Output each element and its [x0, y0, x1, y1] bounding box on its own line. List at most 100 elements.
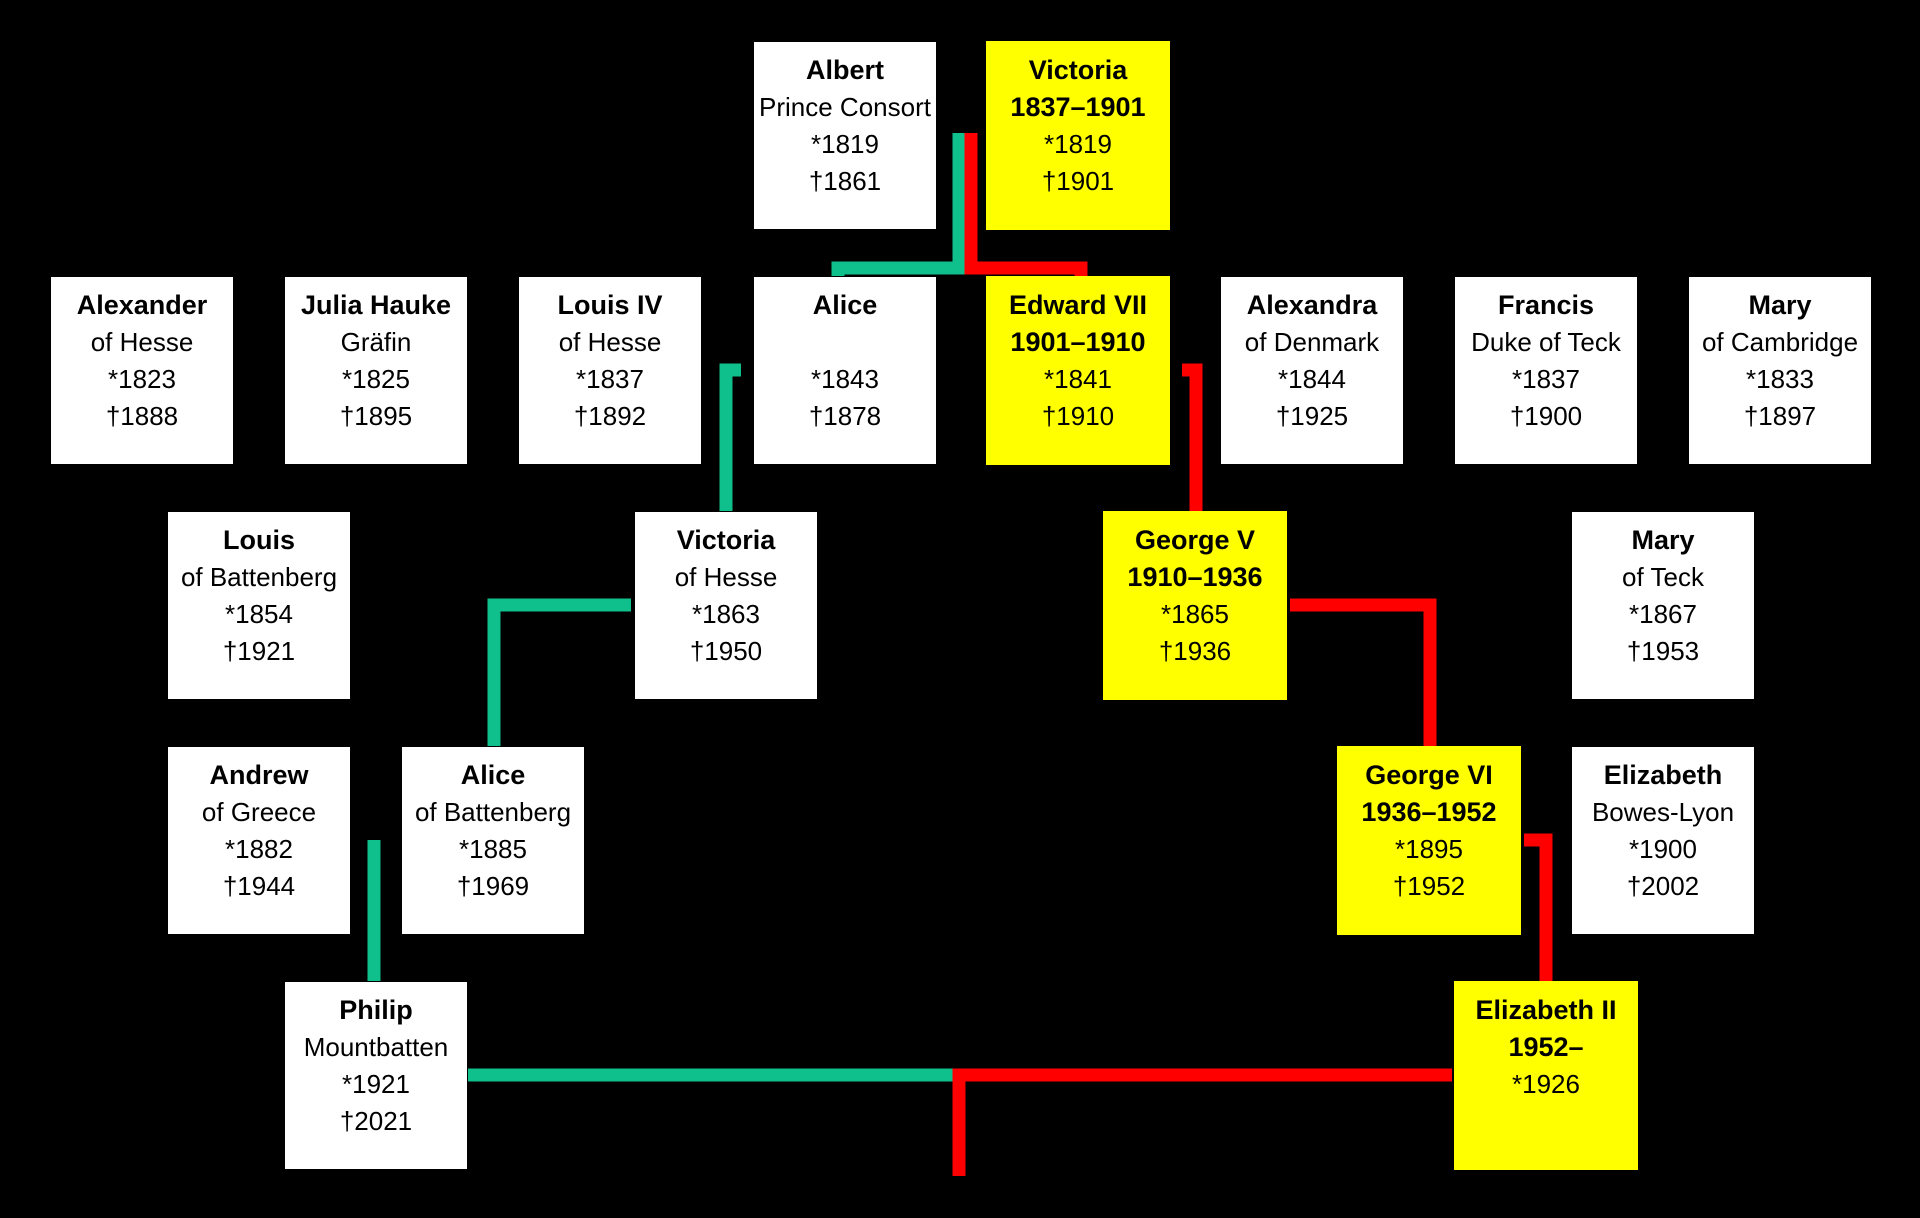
person-birth-year: *1921 — [342, 1069, 410, 1099]
person-name: Victoria — [1028, 55, 1128, 85]
person-death-year: †1897 — [1743, 401, 1817, 431]
person-name: George V — [1134, 525, 1256, 555]
person-name: Louis IV — [557, 290, 663, 320]
person-title: 1837–1901 — [1010, 92, 1146, 122]
person-name: Louis — [223, 525, 295, 555]
person-death-year: †1895 — [339, 401, 413, 431]
edge-alice-to-victoria-hesse — [719, 363, 741, 512]
person-birth-year: *1867 — [1629, 599, 1697, 629]
person-death-year: †1892 — [573, 401, 647, 431]
person-birth-year: *1895 — [1395, 834, 1463, 864]
person-birth-year: *1819 — [811, 129, 879, 159]
person-birth-year: *1837 — [576, 364, 644, 394]
person-birth-year: *1843 — [811, 364, 879, 394]
person-box-mary-cambridge[interactable]: Mary of Cambridge *1833 †1897 — [1688, 276, 1872, 465]
person-title: Gräfin — [340, 327, 412, 357]
person-name: Andrew — [209, 760, 309, 790]
person-title: Mountbatten — [303, 1032, 449, 1062]
person-box-alexandra-denmark[interactable]: Alexandra of Denmark *1844 †1925 — [1220, 276, 1404, 465]
person-death-year: †1936 — [1158, 636, 1232, 666]
person-title — [841, 324, 848, 361]
person-name: Mary — [1748, 290, 1812, 320]
person-birth-year: *1900 — [1629, 834, 1697, 864]
person-name: Edward VII — [1008, 290, 1148, 320]
edge-george-vi-to-eliz-ii — [1524, 833, 1553, 983]
person-birth-year: *1885 — [459, 834, 527, 864]
person-title: 1936–1952 — [1361, 797, 1497, 827]
person-name: Mary — [1631, 525, 1695, 555]
person-title: 1952– — [1508, 1032, 1584, 1062]
person-death-year: †1969 — [456, 871, 530, 901]
person-box-victoria[interactable]: Victoria 1837–1901 *1819 †1901 — [986, 41, 1170, 230]
person-name: Alice — [812, 290, 878, 320]
person-title: Bowes-Lyon — [1591, 797, 1735, 827]
person-title: Duke of Teck — [1471, 327, 1621, 357]
person-death-year: †1861 — [808, 166, 882, 196]
person-death-year: †1950 — [689, 636, 763, 666]
person-birth-year: *1882 — [225, 834, 293, 864]
person-birth-year: *1819 — [1044, 129, 1112, 159]
person-box-louis-iv[interactable]: Louis IV of Hesse *1837 †1892 — [518, 276, 702, 465]
person-death-year: †1953 — [1626, 636, 1700, 666]
person-death-year: †2021 — [339, 1106, 413, 1136]
person-box-alice-hesse[interactable]: Alice *1843 †1878 — [753, 276, 937, 465]
person-box-andrew-greece[interactable]: Andrew of Greece *1882 †1944 — [167, 746, 351, 935]
person-birth-year: *1823 — [108, 364, 176, 394]
edge-george-v-to-george-vi — [1290, 598, 1437, 748]
person-death-year: †1925 — [1275, 401, 1349, 431]
person-title: Prince Consort — [759, 92, 931, 122]
person-birth-year: *1841 — [1044, 364, 1112, 394]
person-box-edward-vii[interactable]: Edward VII 1901–1910 *1841 †1910 — [986, 276, 1170, 465]
person-name: Elizabeth II — [1475, 995, 1617, 1025]
person-title: of Cambridge — [1701, 327, 1859, 357]
person-death-year: †2002 — [1626, 871, 1700, 901]
person-death-year: †1910 — [1041, 401, 1115, 431]
person-birth-year: *1837 — [1512, 364, 1580, 394]
person-box-alice-battenberg[interactable]: Alice of Battenberg *1885 †1969 — [401, 746, 585, 935]
person-title: of Battenberg — [414, 797, 572, 827]
person-birth-year: *1865 — [1161, 599, 1229, 629]
person-title: of Hesse — [558, 327, 662, 357]
person-name: Alice — [460, 760, 526, 790]
edge-elizabeth-ii-descend — [952, 1068, 1452, 1176]
person-death-year: †1878 — [808, 401, 882, 431]
person-birth-year: *1844 — [1278, 364, 1346, 394]
person-birth-year: *1863 — [692, 599, 760, 629]
edge-edward-to-george-v — [1182, 363, 1203, 512]
person-death-year: †1921 — [222, 636, 296, 666]
person-birth-year: *1825 — [342, 364, 410, 394]
person-title: of Battenberg — [180, 562, 338, 592]
person-name: Elizabeth — [1603, 760, 1723, 790]
person-title: of Greece — [201, 797, 317, 827]
person-box-louis-battenberg[interactable]: Louis of Battenberg *1854 †1921 — [167, 511, 351, 700]
person-death-year: †1901 — [1041, 166, 1115, 196]
person-title: of Denmark — [1244, 327, 1380, 357]
person-box-george-v[interactable]: George V 1910–1936 *1865 †1936 — [1103, 511, 1287, 700]
person-death-year: †1952 — [1392, 871, 1466, 901]
person-name: Philip — [339, 995, 413, 1025]
person-birth-year: *1926 — [1512, 1069, 1580, 1099]
person-box-elizabeth-ii[interactable]: Elizabeth II 1952– *1926 — [1454, 981, 1638, 1170]
person-name: Albert — [805, 55, 884, 85]
edge-victoria-hesse-to-alice-batt — [487, 598, 631, 748]
person-death-year: †1888 — [105, 401, 179, 431]
person-title: 1910–1936 — [1127, 562, 1263, 592]
person-name: Julia Hauke — [300, 290, 452, 320]
person-birth-year: *1833 — [1746, 364, 1814, 394]
person-title: of Hesse — [674, 562, 778, 592]
person-name: Alexander — [76, 290, 208, 320]
person-death-year: †1944 — [222, 871, 296, 901]
person-title: 1901–1910 — [1010, 327, 1146, 357]
person-name: Alexandra — [1246, 290, 1378, 320]
person-birth-year: *1854 — [225, 599, 293, 629]
